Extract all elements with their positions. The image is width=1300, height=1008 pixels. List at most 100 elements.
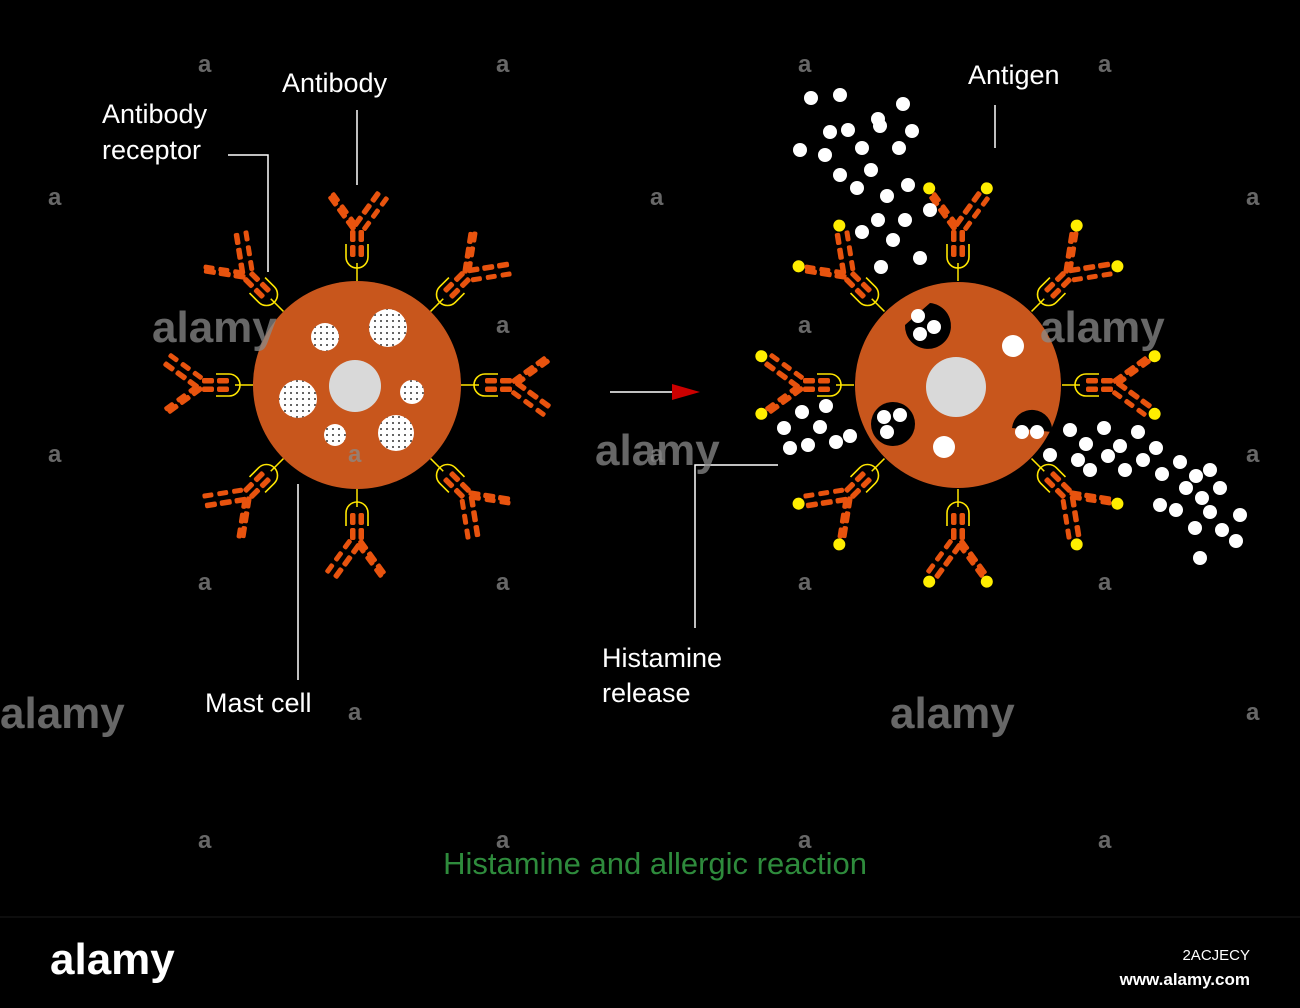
label-antibody-receptor-line1: Antibody (102, 99, 208, 129)
histamine-particle (1097, 421, 1111, 435)
watermark-mark: a (48, 184, 62, 211)
histamine-particle (1071, 453, 1085, 467)
mast-cell-activated (755, 88, 1247, 588)
histamine-particle (873, 119, 887, 133)
watermark-mark: a (1098, 569, 1112, 596)
watermark-mark: a (1098, 51, 1112, 78)
histamine-particle (1173, 455, 1187, 469)
histamine-particle (813, 420, 827, 434)
histamine-particle (819, 399, 833, 413)
histamine-particle (1136, 453, 1150, 467)
watermark-mark: a (798, 569, 812, 596)
histamine-particle (1169, 503, 1183, 517)
histamine-particle (1188, 521, 1202, 535)
antigen-particle (923, 182, 936, 195)
antibody (461, 356, 551, 417)
histamine-particle (1179, 481, 1193, 495)
antigen-particle (980, 575, 993, 588)
histamine-particles (777, 88, 1247, 565)
histamine-particle (886, 233, 900, 247)
watermark-mark: a (650, 441, 664, 468)
watermark-mark: a (198, 827, 212, 854)
histamine-particle (777, 421, 791, 435)
antigen-particle (1111, 497, 1124, 510)
watermark-mark: a (496, 569, 510, 596)
antibody (1062, 350, 1161, 420)
histamine-particle (804, 91, 818, 105)
histamine-particle (1113, 439, 1127, 453)
mast-cell-resting (163, 191, 551, 579)
histamine-particle (793, 143, 807, 157)
watermark-mark: a (496, 51, 510, 78)
histamine-particle (898, 213, 912, 227)
histamine-particle (1155, 467, 1169, 481)
watermark-logo: alamy (1040, 303, 1165, 352)
histamine-particle (823, 125, 837, 139)
watermark-logo: alamy (152, 303, 277, 352)
antigen-particle (792, 260, 805, 273)
histamine-particle (874, 260, 888, 274)
antigen-particle (1070, 538, 1083, 551)
watermark-mark: a (1098, 827, 1112, 854)
antibody (923, 182, 993, 281)
antibody (430, 231, 512, 312)
histamine-particle (1083, 463, 1097, 477)
label-histamine-release-line2: release (602, 678, 691, 708)
footer-url: www.alamy.com (1119, 970, 1250, 989)
watermark-mark: a (348, 699, 362, 726)
antigen-particle (1148, 407, 1161, 420)
antibody (923, 489, 993, 588)
antigen-particle (1148, 350, 1161, 363)
histamine-particle (864, 163, 878, 177)
histamine-particle (913, 251, 927, 265)
antibody (792, 219, 885, 312)
histamine-particle (1153, 498, 1167, 512)
label-mast-cell: Mast cell (205, 688, 312, 718)
histamine-particle (1195, 491, 1209, 505)
watermark-mark: a (198, 569, 212, 596)
histamine-particle (1189, 469, 1203, 483)
antigen-particle (923, 575, 936, 588)
histamine-particle (855, 141, 869, 155)
histamine-particle (1118, 463, 1132, 477)
histamine-particle (1203, 505, 1217, 519)
histamine-particle (855, 225, 869, 239)
footer-bar: alamy 2ACJECY www.alamy.com (0, 916, 1300, 1008)
histamine-particle (818, 148, 832, 162)
label-antibody-receptor-line2: receptor (102, 135, 201, 165)
histamine-particle (1215, 523, 1229, 537)
histamine-particle (829, 435, 843, 449)
histamine-granules (279, 309, 424, 451)
antigen-particle (833, 538, 846, 551)
antigen-particle (755, 350, 768, 363)
footer-image-id: 2ACJECY (1182, 947, 1250, 964)
watermark-mark: a (798, 312, 812, 339)
antibody (202, 458, 284, 539)
histamine-particle (923, 203, 937, 217)
label-antigen: Antigen (968, 60, 1060, 90)
cell-nucleus-activated (926, 357, 986, 417)
histamine-particle (880, 189, 894, 203)
antibody (325, 489, 386, 579)
watermark-mark: a (348, 441, 362, 468)
watermark-mark: a (48, 441, 62, 468)
antibody (1031, 458, 1124, 551)
watermark-mark: a (198, 51, 212, 78)
histamine-particle (850, 181, 864, 195)
watermark-mark: a (1246, 441, 1260, 468)
histamine-particle (841, 123, 855, 137)
antigen-particle (980, 182, 993, 195)
histamine-particle (901, 178, 915, 192)
histamine-particle (1193, 551, 1207, 565)
antibody (430, 458, 511, 540)
antibody-ring-left (163, 191, 551, 579)
histamine-particle (1149, 441, 1163, 455)
footer-logo: alamy (50, 935, 175, 984)
histamine-particle (1063, 423, 1077, 437)
histamine-particle (896, 97, 910, 111)
antigen-particle (1111, 260, 1124, 273)
watermark-mark: a (1246, 699, 1260, 726)
